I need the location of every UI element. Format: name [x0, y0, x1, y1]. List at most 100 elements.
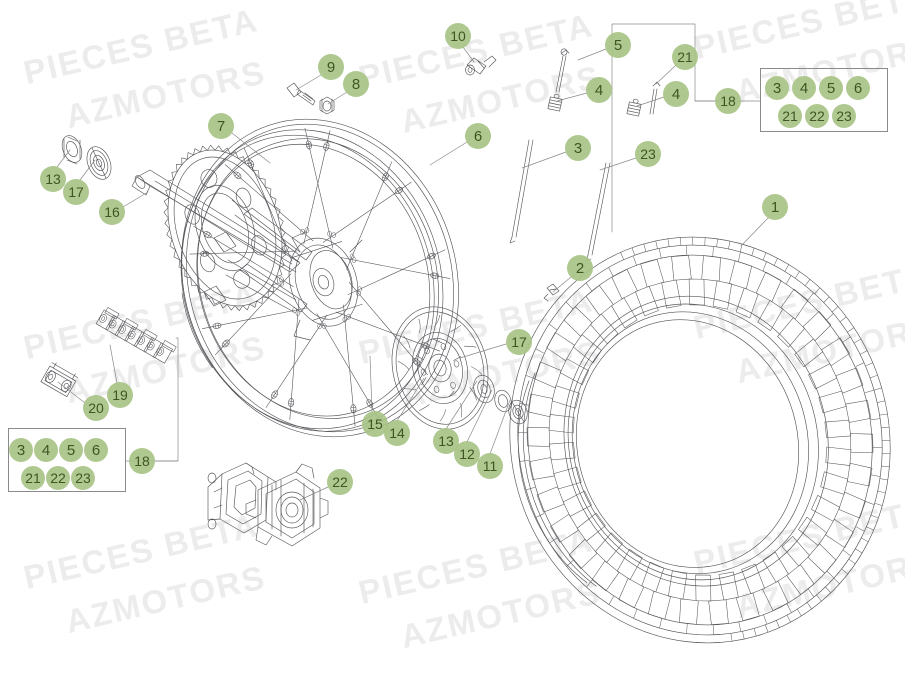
wheel-spoke	[340, 257, 451, 279]
callout-badge-1[interactable]: 1	[762, 194, 788, 220]
callout-badge-4[interactable]: 4	[586, 77, 612, 103]
group-badge-3[interactable]: 3	[765, 76, 789, 100]
nipple-4a	[547, 93, 563, 112]
wheel-spoke	[214, 273, 292, 356]
callout-badge-4[interactable]: 4	[663, 81, 689, 107]
seal-left	[61, 135, 83, 165]
tire-tread-block	[825, 518, 854, 548]
tire-edge-serration	[825, 586, 832, 594]
spoke-3-long	[509, 139, 534, 244]
chain-roller	[147, 341, 155, 351]
chain-part	[95, 307, 177, 364]
disc-slot	[471, 366, 483, 375]
group-badge-23[interactable]: 23	[832, 104, 856, 128]
tire-tread-groove	[738, 621, 741, 632]
tire-part	[509, 236, 891, 644]
group-badge-4[interactable]: 4	[34, 438, 58, 462]
callout-badge-5[interactable]: 5	[605, 32, 631, 58]
group-badge-5[interactable]: 5	[59, 438, 83, 462]
wheel-spoke	[348, 281, 428, 376]
tire-tread-groove	[549, 537, 558, 544]
tire-tread-groove	[535, 348, 545, 354]
spoke-head	[331, 232, 336, 238]
callout-badge-20[interactable]: 20	[83, 395, 109, 421]
tire-edge-serration	[877, 490, 886, 494]
callout-badge-6[interactable]: 6	[465, 123, 491, 149]
disc-bolt-hole	[424, 347, 430, 355]
group-badge-23[interactable]: 23	[71, 466, 95, 490]
callout-badge-18[interactable]: 18	[715, 88, 741, 114]
nipple-4b	[626, 98, 642, 117]
tire-tread	[517, 245, 883, 635]
tire-tread-groove	[826, 570, 834, 579]
group-badge-5[interactable]: 5	[819, 76, 843, 100]
callout-badge-10[interactable]: 10	[445, 23, 471, 49]
tire-edge-serration	[839, 316, 847, 323]
callout-badge-17[interactable]: 17	[506, 329, 532, 355]
tire-edge-serration	[806, 602, 812, 610]
group-badge-21[interactable]: 21	[778, 104, 802, 128]
chain-roller	[137, 336, 146, 345]
spoke-head	[279, 276, 284, 283]
callout-badge-22[interactable]: 22	[327, 469, 353, 495]
group-badge-22[interactable]: 22	[805, 104, 829, 128]
tire-edge-serration	[866, 526, 874, 531]
tire-edge-serration	[716, 238, 718, 248]
tire-edge-serration	[880, 426, 890, 429]
callout-badge-17[interactable]: 17	[63, 179, 89, 205]
callout-badge-21[interactable]: 21	[672, 44, 698, 70]
callout-group-box	[760, 68, 888, 132]
chain-side-plate	[142, 329, 158, 342]
callout-badge-3[interactable]: 3	[565, 135, 591, 161]
tire-tread-block	[595, 532, 623, 563]
chain-pin	[158, 349, 163, 354]
spoke-head	[304, 227, 310, 234]
group-badge-6[interactable]: 6	[84, 438, 108, 462]
group-badge-3[interactable]: 3	[9, 438, 33, 462]
tire-tread-block	[611, 269, 638, 300]
wheel-spoke	[304, 127, 334, 249]
spacer-stack	[473, 374, 528, 425]
wheel-spoke	[265, 314, 328, 408]
group-badge-4[interactable]: 4	[792, 76, 816, 100]
group-badge-21[interactable]: 21	[21, 466, 45, 490]
tire-tread-block	[708, 599, 729, 625]
tire-edge-serration	[869, 374, 878, 379]
callout-badge-13[interactable]: 13	[433, 428, 459, 454]
tire-edge-serration	[796, 608, 802, 617]
callout-badge-13[interactable]: 13	[40, 166, 66, 192]
tire-tread-block	[712, 280, 732, 310]
spoke-nipple	[322, 141, 331, 152]
tire-tread-block	[695, 574, 712, 602]
tire-tread-block	[550, 513, 579, 543]
group-badge-6[interactable]: 6	[846, 76, 870, 100]
callout-badge-7[interactable]: 7	[208, 113, 234, 139]
callout-badge-12[interactable]: 12	[454, 441, 480, 467]
wheel-part	[180, 118, 459, 438]
callout-badge-14[interactable]: 14	[384, 420, 410, 446]
tire-edge-serration	[742, 631, 745, 640]
disc-slot	[450, 325, 461, 332]
tire-edge-serration	[831, 306, 839, 313]
callout-badge-8[interactable]: 8	[343, 71, 369, 97]
callout-badge-19[interactable]: 19	[107, 382, 133, 408]
callout-badge-23[interactable]: 23	[635, 141, 661, 167]
callout-leader-line	[429, 141, 468, 166]
tire-tread-block	[735, 287, 759, 319]
callout-badge-16[interactable]: 16	[99, 199, 125, 225]
tire-tread-groove	[685, 245, 688, 256]
tire-edge-serration	[873, 387, 882, 391]
tire-edge-serration	[865, 362, 874, 367]
callout-badge-2[interactable]: 2	[567, 255, 593, 281]
callout-badge-9[interactable]: 9	[318, 54, 344, 80]
group-badge-22[interactable]: 22	[46, 466, 70, 490]
tire-tread-block	[838, 491, 866, 519]
tire-tread-block	[528, 457, 555, 480]
wheel-spoke	[347, 249, 446, 295]
tire-edge-serration	[728, 240, 731, 250]
tire-edge-serration	[794, 271, 800, 279]
callout-badge-18[interactable]: 18	[129, 448, 155, 474]
callout-badge-15[interactable]: 15	[362, 411, 388, 437]
tire-tread-groove	[865, 501, 875, 505]
callout-badge-11[interactable]: 11	[477, 453, 503, 479]
